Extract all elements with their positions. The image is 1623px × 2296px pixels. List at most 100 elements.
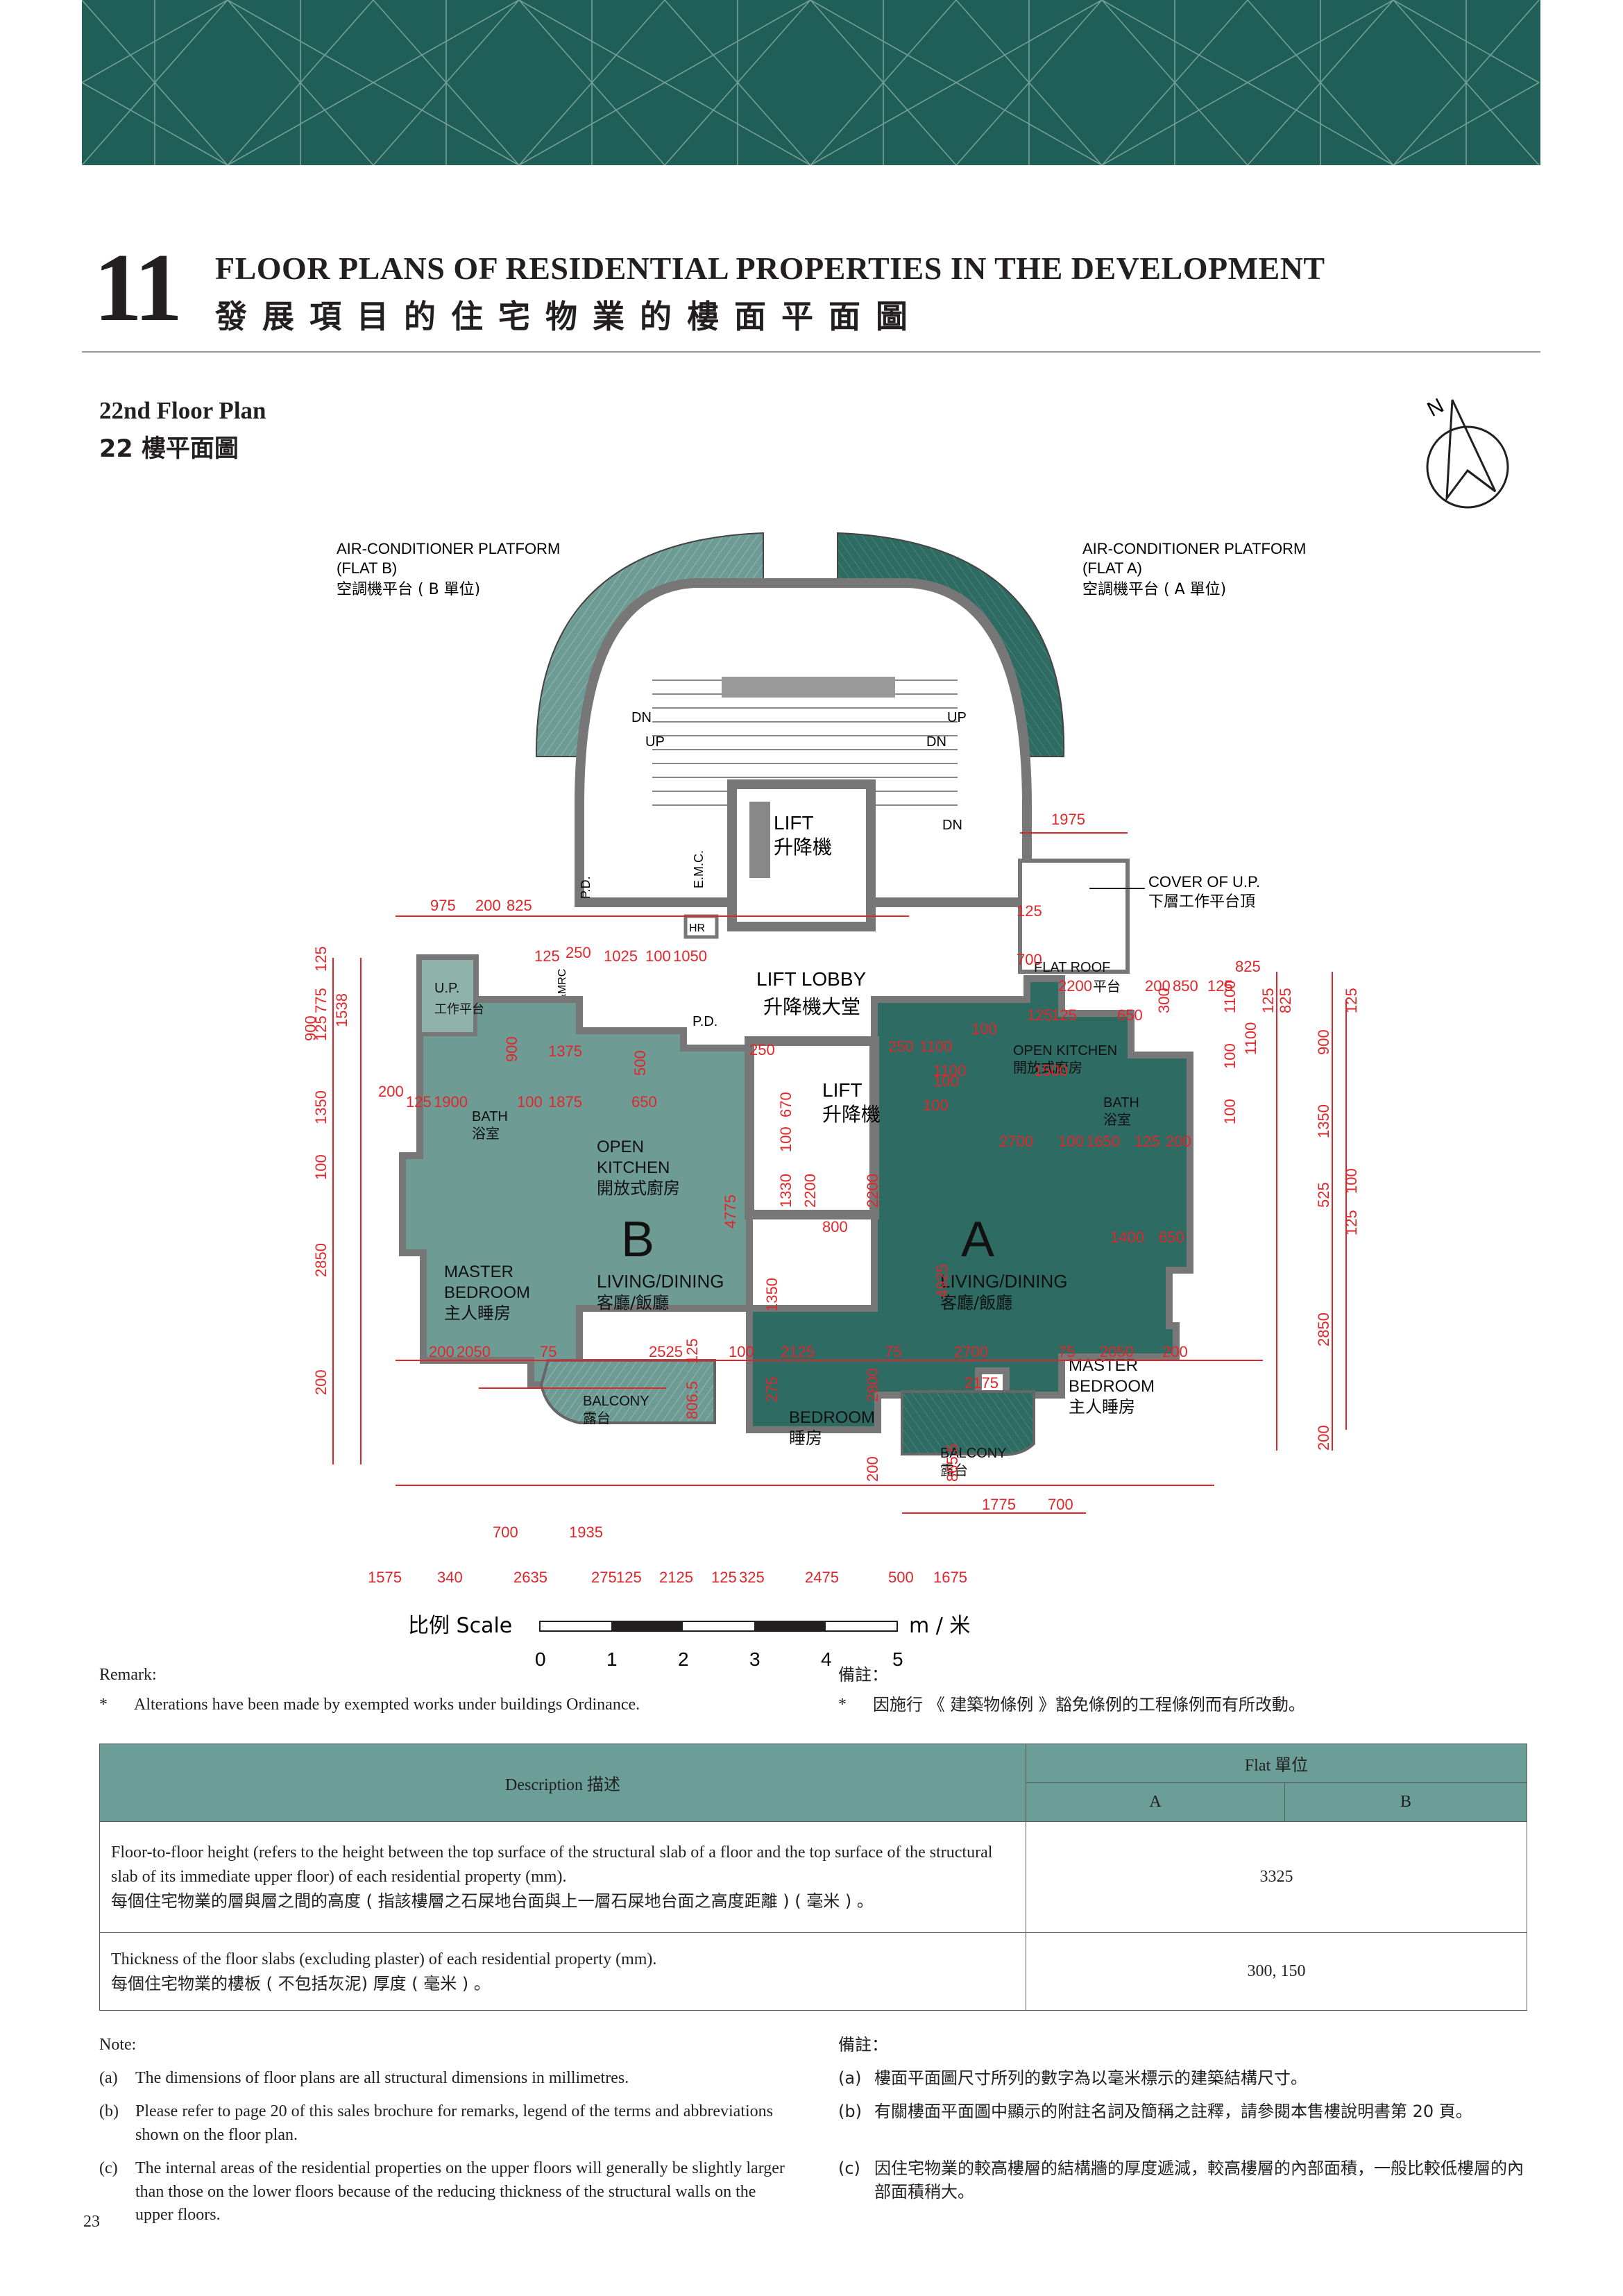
dim-bot-0: 200: [429, 1343, 454, 1360]
dim-top-7: 1050: [673, 947, 707, 965]
ac-b-label-1: AIR-CONDITIONER PLATFORM: [337, 540, 560, 557]
up-zh-label-b: 工作平台: [434, 1002, 484, 1017]
ac-b-label-2: (FLAT B): [337, 559, 397, 577]
floor-plan-drawing: DN UP UP DN DN LIFT 升降機 E.M.C. HR P.D. R…: [305, 532, 1360, 1586]
dim-left-8: 200: [312, 1369, 330, 1395]
dim-top-5: 1025: [604, 947, 638, 965]
dim-right-9: 825: [1277, 988, 1294, 1013]
dim-right-1: 900: [1315, 1029, 1332, 1055]
cover-of-up: [1018, 859, 1130, 974]
bath-zh-label-a: 浴室: [1103, 1111, 1131, 1128]
dim-bot-8: 75: [1058, 1343, 1075, 1360]
dim-right-8: 125: [1259, 988, 1277, 1013]
dim-right-3: 525: [1315, 1182, 1332, 1208]
lift-label-lower-zh: 升降機: [822, 1103, 881, 1126]
dim-top-14: 125: [1207, 977, 1233, 995]
table-row: Thickness of the floor slabs (excluding …: [99, 1932, 1527, 2011]
dim-bot-7: 2700: [954, 1343, 988, 1360]
dim-right-7: 200: [1315, 1425, 1332, 1451]
scale-tick-5: 5: [892, 1648, 903, 1670]
scale-tick-3: 3: [749, 1648, 760, 1670]
dim-left-4: 200: [378, 1083, 404, 1100]
up-label-b: U.P.: [434, 981, 459, 996]
dim-bot-9: 2050: [1100, 1343, 1134, 1360]
up-label-right: UP: [947, 710, 967, 725]
remark-text-en: Alterations have been made by exempted w…: [134, 1696, 640, 1714]
dim-right-6: 2850: [1315, 1312, 1332, 1347]
row2-desc-en: Thickness of the floor slabs (excluding …: [111, 1950, 657, 1968]
section-title-zh: 發展項目的住宅物業的樓面平面圖: [215, 298, 923, 335]
remark-bullet-en: *: [99, 1696, 108, 1714]
note-zh-a-mark: (a): [838, 2068, 862, 2088]
dim-mid-33: 2200: [864, 1174, 881, 1208]
cover-up-zh-label: 下層工作平台頂: [1148, 893, 1255, 911]
col-a-header: A: [1025, 1782, 1286, 1822]
dim-mid-36: 4925: [933, 1264, 951, 1298]
dim-mid-29: 670: [777, 1092, 794, 1117]
dim-mid-9: 1100: [919, 1038, 952, 1055]
scale-tick-0: 0: [535, 1648, 546, 1670]
dim-bot-14: 275: [763, 1376, 781, 1402]
remark-heading-zh: 備註：: [838, 1665, 888, 1685]
dim-top-4: 250: [566, 944, 591, 961]
dim-bot-29: 125: [711, 1569, 737, 1586]
dim-bot-10: 200: [1162, 1343, 1188, 1360]
dim-mid-34: 800: [822, 1218, 848, 1235]
dim-mid-1: 125: [406, 1093, 432, 1111]
dn-label-lower: DN: [942, 818, 962, 833]
note-zh-b-text: 有關樓面平面圖中顯示的附註名詞及簡稱之註釋，請參閱本售樓說明書第 20 頁。: [874, 2102, 1472, 2121]
dim-bot-11: 1350: [763, 1278, 781, 1312]
balcony-label-a: BALCONY: [940, 1446, 1007, 1461]
dim-mid-37: 900: [503, 1036, 520, 1062]
flat-b-label: B: [621, 1212, 654, 1267]
dim-top-2: 825: [507, 897, 532, 914]
dim-bot-25: 2635: [513, 1569, 547, 1586]
desc-header: Description 描述: [99, 1744, 1026, 1822]
dim-mid-30: 100: [777, 1126, 794, 1152]
row1-value: 3325: [1026, 1821, 1527, 1933]
master-zh-label-b: 主人睡房: [444, 1303, 511, 1323]
dim-bot-30: 325: [739, 1569, 765, 1586]
notes-heading-en: Note:: [99, 2036, 137, 2054]
scale-label: 比例 Scale: [408, 1614, 512, 1638]
scale-tick-4: 4: [821, 1648, 832, 1670]
dim-left-9: 900: [305, 1015, 319, 1041]
pd-label-core: P.D.: [579, 876, 593, 899]
section-number: 11: [94, 234, 182, 341]
dim-mid-26: 100: [971, 1020, 997, 1038]
dim-bot-32: 500: [888, 1569, 914, 1586]
dn-label-right: DN: [926, 734, 946, 750]
dim-left-7: 2850: [312, 1243, 330, 1277]
bath-label-b: BATH: [472, 1109, 508, 1124]
dim-bot-5: 2125: [781, 1343, 815, 1360]
dim-top-11: 2200: [1058, 977, 1092, 995]
dim-left-1: 125: [312, 946, 330, 972]
dim-top-3: 125: [534, 947, 560, 965]
dim-mid-12: 1500: [1034, 1062, 1068, 1079]
kitchen-zh-label-a: 開放式廚房: [1013, 1059, 1082, 1076]
ac-a-label-1: AIR-CONDITIONER PLATFORM: [1082, 540, 1306, 557]
note-en-a-text: The dimensions of floor plans are all st…: [135, 2069, 629, 2087]
note-en-b: (b) Please refer to page 20 of this sale…: [99, 2100, 793, 2147]
dim-top-8: 1975: [1051, 811, 1085, 828]
living-zh-label-b: 客廳/飯廳: [597, 1293, 669, 1312]
dim-mid-6: 500: [631, 1050, 649, 1076]
dim-mid-8: 250: [888, 1038, 914, 1055]
dim-mid-28: 650: [1159, 1229, 1184, 1246]
ac-a-label-3: 空調機平台 ( A 單位): [1082, 581, 1226, 598]
dim-mid-24: 125: [1051, 1006, 1077, 1024]
note-en-a-mark: (a): [99, 2069, 118, 2087]
dim-top-1: 200: [475, 897, 501, 914]
dim-mid-19: 300: [1155, 988, 1173, 1013]
dim-bot-23: 1575: [368, 1569, 402, 1586]
dim-bot-6: 75: [885, 1343, 901, 1360]
dim-mid-15: 1650: [1086, 1133, 1120, 1150]
dim-bot-20: 1935: [569, 1523, 603, 1541]
note-zh-b-mark: (b): [838, 2102, 862, 2121]
dim-bot-12: 2175: [965, 1374, 999, 1392]
dim-mid-2: 100: [517, 1093, 543, 1111]
dim-left-0: 1538: [333, 993, 350, 1027]
note-zh-c-mark: (c): [838, 2159, 860, 2178]
dim-mid-38: 1100: [1242, 1022, 1259, 1055]
master-label-b: MASTER: [444, 1263, 513, 1281]
